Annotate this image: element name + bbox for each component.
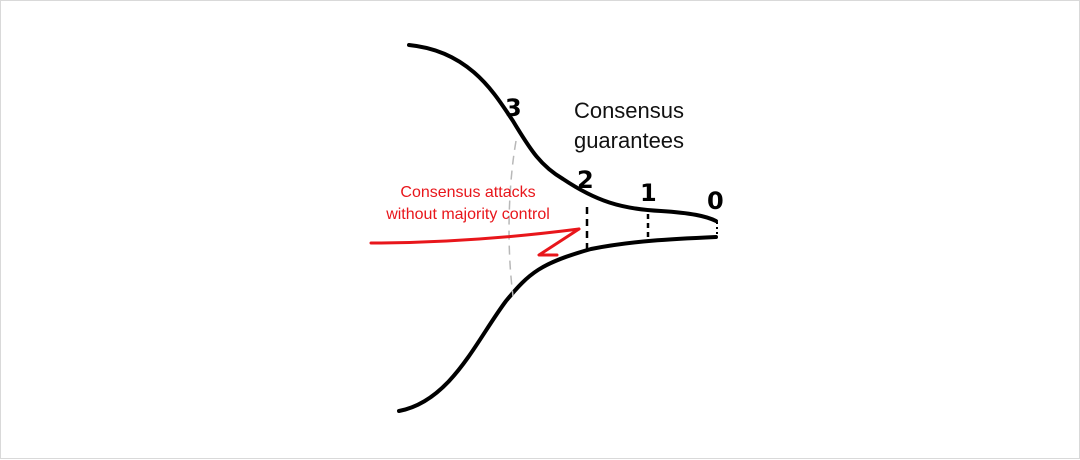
level-3-marker [508, 140, 517, 297]
level-1-label: 1 [640, 179, 657, 207]
level-3-label: 3 [505, 94, 522, 122]
funnel-lower-curve [397, 235, 718, 413]
attack-arrow-head [537, 227, 581, 257]
attack-arrow-shaft [369, 227, 581, 245]
diagram-title-line2: guarantees [574, 128, 684, 153]
attack-label-line1: Consensus attacks [400, 184, 535, 201]
funnel-upper-curve [407, 43, 718, 223]
level-2-label: 2 [577, 166, 594, 194]
level-0-label: 0 [707, 187, 724, 215]
attack-label-line2: without majority control [385, 206, 550, 223]
diagram-title-line1: Consensus [574, 98, 684, 123]
